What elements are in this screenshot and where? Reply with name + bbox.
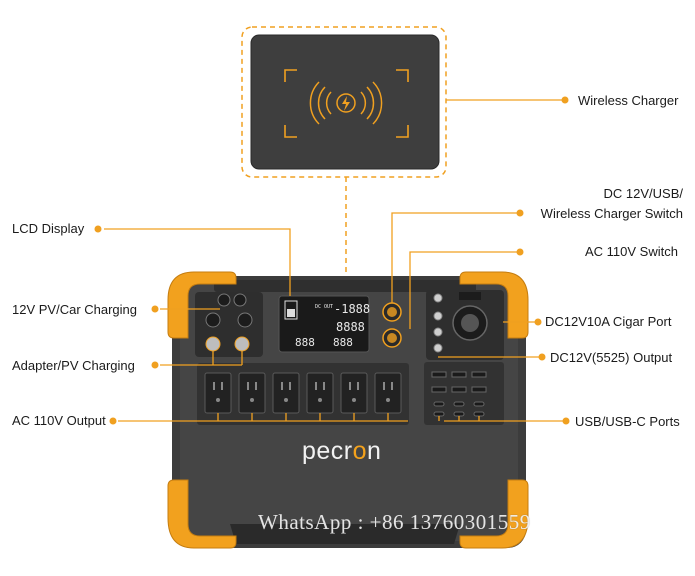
label-dc-switch-line1: DC 12V/USB/	[603, 186, 683, 201]
usb-ports[interactable]	[431, 371, 487, 417]
ac-outlet-slots	[213, 382, 393, 402]
lcd-dc-out-label: DC OUT	[315, 304, 334, 310]
label-wireless-charger: Wireless Charger	[578, 93, 679, 108]
label-ac-switch: AC 110V Switch	[585, 244, 678, 259]
dc5525-ports[interactable]	[433, 293, 443, 353]
cigar-port[interactable]	[452, 292, 488, 341]
callout-lines	[104, 99, 565, 422]
callout-dots	[94, 96, 570, 425]
label-ac-output: AC 110V Output	[12, 413, 106, 428]
label-cigar-port: DC12V10A Cigar Port	[545, 314, 672, 329]
label-lcd-display: LCD Display	[12, 221, 85, 236]
ac-outlets[interactable]	[204, 372, 402, 414]
lcd-bottom-left: 888	[295, 336, 315, 349]
label-usb-ports: USB/USB-C Ports	[575, 414, 680, 429]
label-adapter-pv: Adapter/PV Charging	[12, 358, 135, 373]
pv-car-input-ports[interactable]	[205, 293, 253, 328]
label-dc5525-output: DC12V(5525) Output	[550, 350, 673, 365]
brand-logo: pecron	[302, 437, 382, 465]
lcd-mid-value: 8888	[336, 320, 365, 334]
label-pv-car-charging: 12V PV/Car Charging	[12, 302, 138, 317]
ac-switch-button[interactable]	[382, 328, 402, 348]
label-dc-switch-line2: Wireless Charger Switch	[540, 206, 683, 221]
lcd-display	[278, 295, 370, 353]
lcd-bottom-right: 888	[333, 336, 353, 349]
lcd-top-value: -1888	[334, 302, 371, 316]
dc-switch-button[interactable]	[382, 302, 402, 322]
watermark: WhatsApp : +86 13760301559	[258, 510, 531, 534]
wireless-charging-icon	[309, 81, 383, 125]
